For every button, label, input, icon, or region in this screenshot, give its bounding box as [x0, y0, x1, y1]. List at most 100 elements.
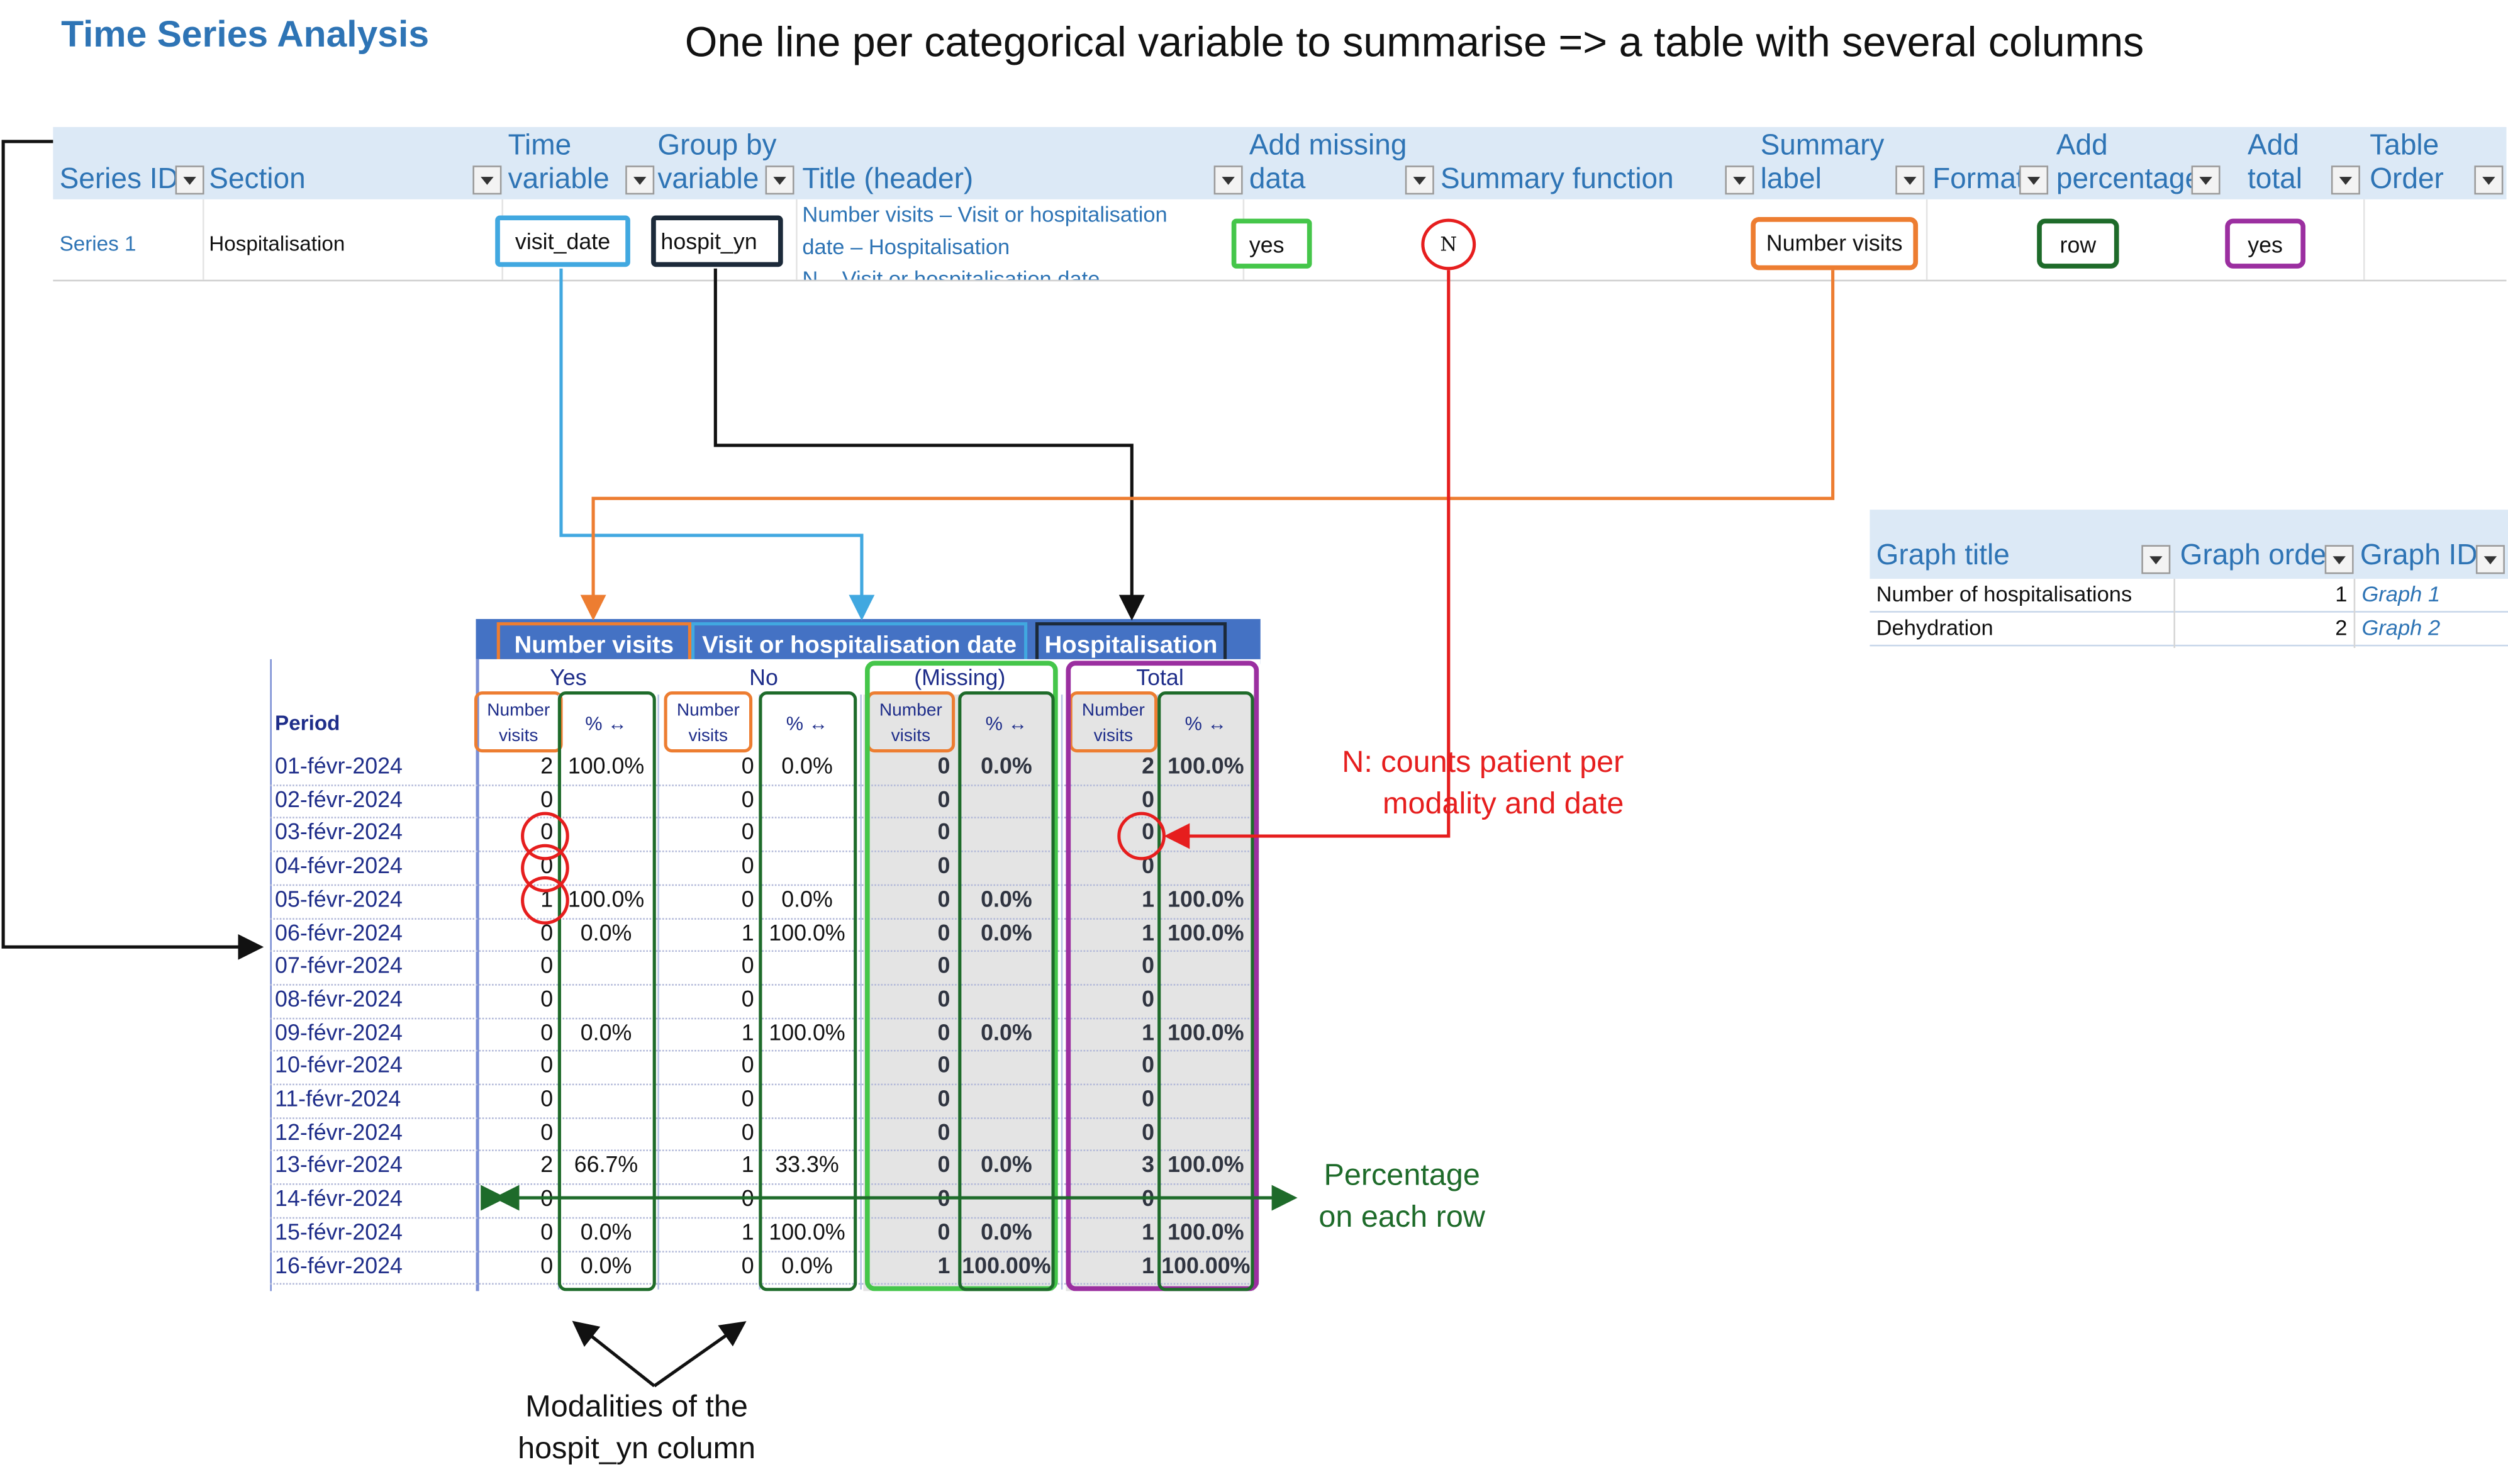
summary-function-arrow — [1164, 270, 1451, 849]
value-cell: 0 — [741, 1119, 754, 1144]
value-cell: 1 — [1142, 1251, 1155, 1278]
filter-dropdown-icon[interactable] — [472, 165, 502, 195]
summary-label-arrow — [580, 270, 1835, 621]
period-cell: 09-févr-2024 — [275, 1018, 403, 1045]
filter-dropdown-icon[interactable] — [765, 165, 794, 195]
col-header-summary-function: Summary function — [1434, 127, 1754, 199]
column-divider — [203, 199, 204, 280]
value-cell: 0.0% — [781, 885, 833, 912]
period-cell: 05-févr-2024 — [275, 885, 403, 912]
grid-row-line — [270, 1017, 1259, 1019]
value-cell: 1 — [741, 1151, 754, 1178]
value-cell: 0.0% — [981, 885, 1032, 912]
value-cell: 0.0% — [981, 1151, 1032, 1178]
series-table-header — [53, 126, 2507, 199]
filter-dropdown-icon[interactable] — [2331, 165, 2360, 195]
value-cell: 0 — [540, 985, 554, 1012]
value-cell: 0.0% — [981, 752, 1032, 779]
percentage-subheader: % ↔ — [585, 712, 627, 735]
value-cell: 0 — [540, 1251, 554, 1278]
filter-dropdown-icon[interactable] — [2141, 545, 2171, 574]
column-divider — [796, 199, 798, 280]
filter-dropdown-icon[interactable] — [2324, 545, 2354, 574]
period-cell: 04-févr-2024 — [275, 852, 403, 878]
period-cell: 13-févr-2024 — [275, 1151, 403, 1178]
value-cell: 0 — [540, 1218, 554, 1244]
add-missing-data-value[interactable]: yes — [1231, 218, 1312, 269]
modality-label: Total — [1136, 664, 1184, 690]
value-cell: 100.00% — [1161, 1251, 1251, 1278]
column-divider — [1926, 199, 1928, 280]
filter-dropdown-icon[interactable] — [175, 165, 204, 195]
value-cell: 0 — [741, 1251, 754, 1278]
filter-dropdown-icon[interactable] — [2191, 165, 2221, 195]
value-cell: 100.0% — [567, 752, 645, 779]
column-divider — [2173, 579, 2175, 648]
group-by-variable-value[interactable]: hospit_yn — [651, 215, 783, 267]
value-cell: 1 — [741, 1218, 754, 1244]
graph-table-header — [1870, 510, 2508, 579]
value-cell: 100.0% — [769, 918, 845, 945]
value-cell: 1 — [937, 1251, 950, 1278]
period-cell: 11-févr-2024 — [275, 1085, 401, 1112]
count-label-line: Number — [1081, 701, 1145, 720]
value-cell: 2 — [540, 752, 554, 779]
value-cell: 0 — [540, 785, 554, 812]
filter-dropdown-icon[interactable] — [2475, 545, 2505, 574]
summary-function-value[interactable]: N — [1421, 218, 1476, 271]
grid-row-line — [270, 983, 1259, 986]
filter-dropdown-icon[interactable] — [625, 165, 655, 195]
filter-dropdown-icon[interactable] — [2474, 165, 2504, 195]
page-subtitle: One line per categorical variable to sum… — [684, 18, 2144, 66]
modalities-arrow — [653, 1321, 747, 1388]
period-cell: 16-févr-2024 — [275, 1251, 403, 1278]
group-variable-arrow — [713, 268, 1145, 621]
value-cell: 0 — [937, 1085, 950, 1112]
value-cell: 0 — [540, 952, 554, 978]
series-id-value[interactable]: Series 1 — [59, 232, 137, 256]
period-cell: 15-févr-2024 — [275, 1218, 403, 1244]
value-cell: 0.0% — [981, 918, 1032, 945]
total-percentage-box — [1157, 691, 1254, 1292]
value-cell: 0.0% — [981, 1018, 1032, 1045]
grid-row-line — [270, 851, 1259, 852]
graph-parameter-table: Graph title Graph order Graph ID Number … — [1870, 510, 2508, 651]
add-total-value[interactable]: yes — [2225, 218, 2306, 269]
summary-label-value[interactable]: Number visits — [1751, 217, 1919, 271]
highlight-circle — [1117, 812, 1166, 861]
period-cell: 08-févr-2024 — [275, 985, 403, 1012]
grid-row-line — [270, 1250, 1259, 1252]
value-cell: 2 — [1142, 752, 1155, 779]
value-cell: 0 — [937, 1052, 950, 1078]
filter-dropdown-icon[interactable] — [2019, 165, 2049, 195]
col-header-title: Title (header) — [796, 127, 1243, 199]
graph-table-row[interactable]: Number of hospitalisations 1 Graph 1 — [1870, 579, 2508, 613]
period-cell: 01-févr-2024 — [275, 752, 403, 779]
value-cell: 0.0% — [580, 1018, 632, 1045]
value-cell: 0.0% — [981, 1218, 1032, 1244]
period-cell: 10-févr-2024 — [275, 1052, 403, 1078]
col-header-add-percentage: Add percentage — [2050, 127, 2221, 199]
filter-dropdown-icon[interactable] — [1895, 165, 1925, 195]
add-percentage-value[interactable]: row — [2037, 218, 2119, 269]
graph-table-row[interactable]: Dehydration 2 Graph 2 — [1870, 613, 2508, 647]
filter-dropdown-icon[interactable] — [1725, 165, 1754, 195]
count-label-line: Number — [487, 701, 550, 720]
section-value[interactable]: Hospitalisation — [209, 232, 345, 256]
filter-dropdown-icon[interactable] — [1405, 165, 1434, 195]
grid-row-line — [270, 784, 1259, 786]
series-link-arrow — [1, 140, 264, 960]
col-header-series-id: Series ID — [53, 127, 204, 199]
value-cell: 0 — [741, 952, 754, 978]
title-header-value[interactable]: Number visits – Visit or hospitalisation… — [802, 203, 1168, 280]
value-cell: 1 — [741, 918, 754, 945]
value-cell: 100.0% — [1168, 885, 1244, 912]
time-variable-value[interactable]: visit_date — [495, 215, 630, 267]
value-cell: 1 — [1142, 1218, 1155, 1244]
grid-row-line — [270, 884, 1259, 886]
modality-label: Yes — [550, 664, 587, 690]
filter-dropdown-icon[interactable] — [1213, 165, 1243, 195]
col-header-table-order: Table Order — [2363, 127, 2504, 199]
value-cell: 0 — [741, 885, 754, 912]
